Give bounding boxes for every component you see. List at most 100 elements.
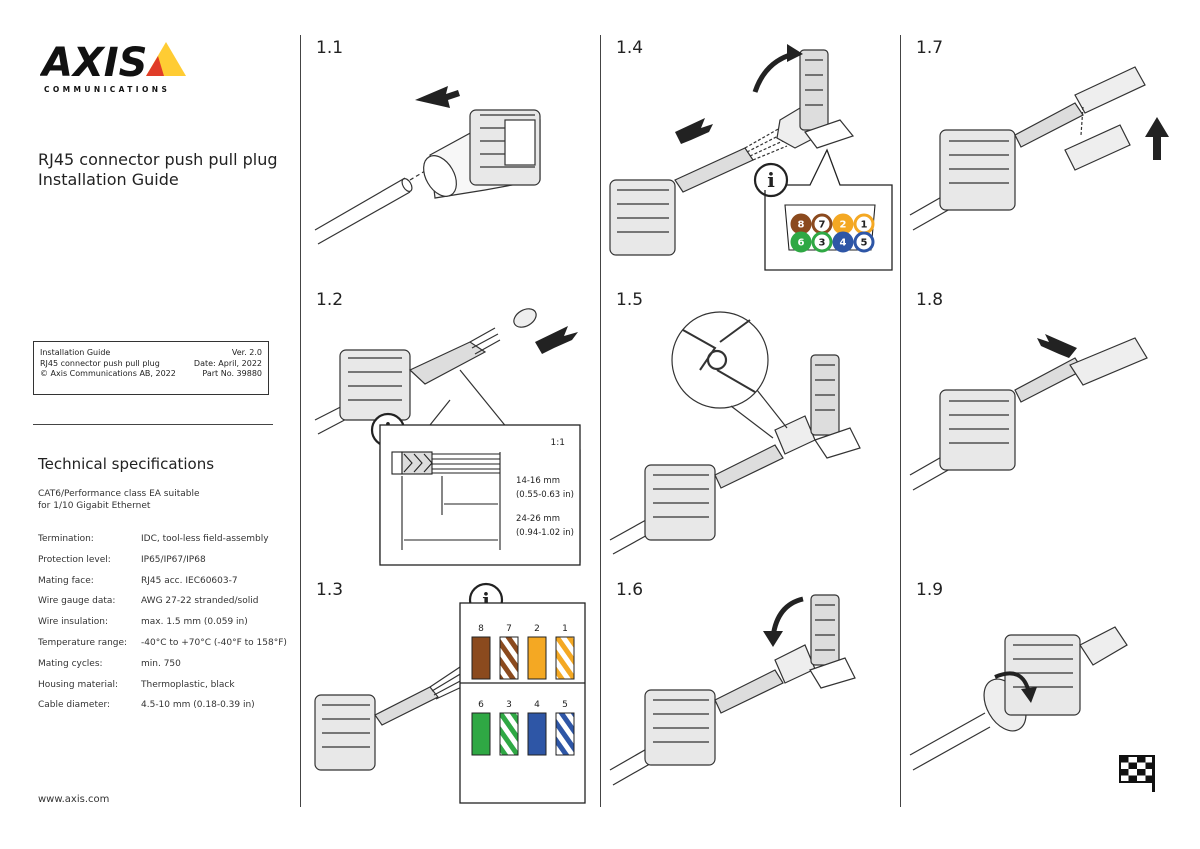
spec-row: Housing material: Thermoplastic, black xyxy=(38,680,287,701)
spec-value: IP65/IP67/IP68 xyxy=(141,554,206,565)
pin-number: 3 xyxy=(819,238,826,249)
step-label-1-1: 1.1 xyxy=(316,38,344,58)
wire-number: 4 xyxy=(534,700,540,710)
arrow-right-icon xyxy=(535,326,578,354)
dimension-callout-box xyxy=(379,424,581,566)
meta-copyright: © Axis Communications AB, 2022 xyxy=(40,369,176,378)
step-label-1-9: 1.9 xyxy=(916,580,944,600)
dimension-2-in: (0.94-1.02 in) xyxy=(516,528,574,538)
illustration-step-1-6 xyxy=(609,594,856,786)
step-label-1-7: 1.7 xyxy=(916,38,944,58)
wire-swatch-striped xyxy=(499,636,519,680)
spec-label: Mating cycles: xyxy=(38,658,103,669)
specs-intro-line1: CAT6/Performance class EA suitable xyxy=(38,489,200,499)
wire-color-box xyxy=(459,602,586,804)
spec-row: Wire insulation: max. 1.5 mm (0.059 in) xyxy=(38,617,287,638)
step-label-1-3: 1.3 xyxy=(316,580,344,600)
pin-number: 6 xyxy=(798,238,805,249)
pin-callout-box xyxy=(764,148,893,271)
info-icon-glyph: i xyxy=(767,168,775,192)
meta-row: RJ45 connector push pull plug Date: Apri… xyxy=(40,359,262,370)
illustration-step-1-5 xyxy=(609,311,861,555)
document-meta-box: Installation Guide Ver. 2.0 RJ45 connect… xyxy=(33,341,269,395)
spec-row: Temperature range: -40°C to +70°C (-40°F … xyxy=(38,638,287,659)
meta-date: Date: April, 2022 xyxy=(193,358,262,368)
wire-number: 7 xyxy=(506,624,512,634)
wire-swatch-solid xyxy=(471,636,491,680)
illustration-step-1-1 xyxy=(314,86,541,245)
arrow-up-icon xyxy=(1145,117,1169,160)
spec-row: Mating cycles: min. 750 xyxy=(38,659,287,680)
spec-row: Mating face:RJ45 acc. IEC60603-7 xyxy=(38,576,287,597)
spec-label: Wire insulation: xyxy=(38,617,108,628)
dimension-2-mm: 24-26 mm xyxy=(516,514,560,524)
column-divider xyxy=(600,35,601,807)
wire-swatch-solid xyxy=(471,712,491,756)
wire-swatch-solid xyxy=(527,636,547,680)
brand-name: AXIS xyxy=(40,40,148,86)
pin-circle xyxy=(832,231,854,253)
step-label-1-2: 1.2 xyxy=(316,290,344,310)
column-divider xyxy=(300,35,301,807)
rotate-arrow-head-icon xyxy=(1021,687,1037,703)
pin-number: 1 xyxy=(861,220,868,231)
footer-url: www.axis.com xyxy=(38,794,110,805)
spec-value: RJ45 acc. IEC60603-7 xyxy=(141,575,238,586)
spec-value: -40°C to +70°C (-40°F to 158°F) xyxy=(141,637,287,648)
dimension-1-mm: 14-16 mm xyxy=(516,476,560,486)
spec-value: min. 750 xyxy=(141,658,181,669)
illustration-step-1-8 xyxy=(909,334,1148,491)
arrow-right-icon xyxy=(675,118,713,144)
arrow-left-icon xyxy=(1037,334,1077,358)
wire-swatch-striped xyxy=(555,712,575,756)
document-title: RJ45 connector push pull plug Installati… xyxy=(38,150,278,190)
pin-circle xyxy=(853,231,875,253)
spec-label: Housing material: xyxy=(38,679,119,690)
scale-label: 1:1 xyxy=(551,438,565,448)
wire-number: 1 xyxy=(562,624,568,634)
rotate-arrow-head-icon xyxy=(787,44,803,62)
illustration-step-1-2: i 1:1 14-16 mm (0.55-0.63 in) 24-26 mm (… xyxy=(314,308,581,566)
wire-swatch-striped xyxy=(555,636,575,680)
spec-row: Wire gauge data:AWG 27-22 stranded/solid xyxy=(38,596,287,617)
axis-logo-graphic: AXIS COMMUNICATIONS xyxy=(39,40,186,94)
spec-label: Temperature range: xyxy=(38,637,128,648)
pin-number: 7 xyxy=(819,220,826,231)
meta-doc-type: Installation Guide xyxy=(40,348,111,357)
pin-number: 2 xyxy=(840,220,847,231)
dimension-1-in: (0.55-0.63 in) xyxy=(516,490,574,500)
spec-row: Protection level:IP65/IP67/IP68 xyxy=(38,555,287,576)
meta-row: © Axis Communications AB, 2022 Part No. … xyxy=(40,369,262,380)
specs-title: Technical specifications xyxy=(38,455,215,473)
spec-value: 4.5-10 mm (0.18-0.39 in) xyxy=(141,700,255,711)
finish-flag-icon xyxy=(1119,755,1155,792)
meta-version: Ver. 2.0 xyxy=(231,348,262,357)
column-divider xyxy=(900,35,901,807)
meta-product: RJ45 connector push pull plug xyxy=(40,358,160,368)
wire-swatch-striped xyxy=(499,712,519,756)
illustration-step-1-7 xyxy=(909,66,1169,231)
spec-label: Termination: xyxy=(38,534,94,544)
brand-triangle-red xyxy=(146,56,164,76)
section-divider xyxy=(33,424,273,425)
meta-row: Installation Guide Ver. 2.0 xyxy=(40,348,262,359)
spec-value: Thermoplastic, black xyxy=(141,679,235,690)
brand-tagline: COMMUNICATIONS xyxy=(44,85,170,94)
rotate-arrow-head-icon xyxy=(763,631,783,647)
wire-number: 6 xyxy=(478,700,484,710)
step-label-1-4: 1.4 xyxy=(616,38,644,58)
info-icon-glyph: i xyxy=(482,588,490,612)
pin-number: 8 xyxy=(798,220,805,231)
spec-value: max. 1.5 mm (0.059 in) xyxy=(141,617,248,628)
wire-number: 2 xyxy=(534,624,540,634)
pin-circle xyxy=(790,231,812,253)
wire-swatch-solid xyxy=(527,712,547,756)
step-label-1-6: 1.6 xyxy=(616,580,644,600)
spec-row: Cable diameter:4.5-10 mm (0.18-0.39 in) xyxy=(38,700,287,721)
pin-circle xyxy=(811,231,833,253)
